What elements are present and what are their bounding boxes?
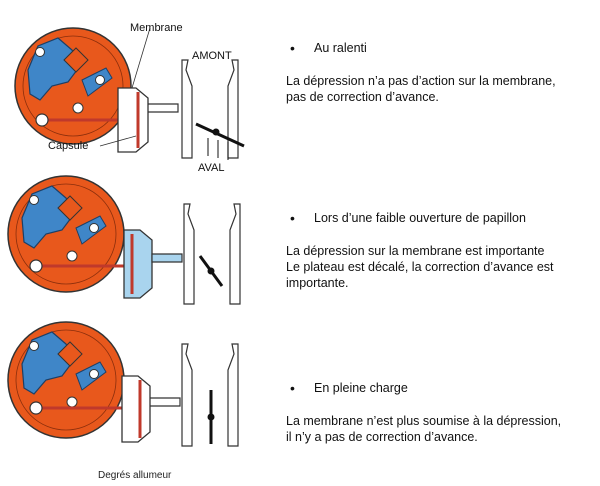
upstream-label: AMONT [192, 50, 232, 62]
membrane-label: Membrane [130, 22, 183, 34]
carburettor-wall-left [181, 343, 193, 447]
capsule-label: Capsule [48, 140, 89, 152]
vacuum-capsule-under-depression [123, 229, 153, 299]
bullet-icon: • [290, 380, 295, 396]
state-title: En pleine charge [314, 381, 408, 395]
description-line: La dépression n’a pas d’action sur la me… [286, 74, 556, 88]
state-description: La dépression sur la membrane est import… [286, 243, 591, 291]
downstream-label: AVAL [198, 162, 225, 174]
distributor-full-load-illustration [7, 321, 239, 447]
state-title: Au ralenti [314, 41, 367, 55]
state-description: La dépression n’a pas d’action sur la me… [286, 73, 591, 105]
description-line: importante. [286, 276, 349, 290]
bullet-icon: • [290, 210, 295, 226]
state-low-throttle: • Lors d’une faible ouverture de papillo… [286, 210, 591, 291]
diagram-low-throttle [0, 170, 265, 310]
distributor-idle-illustration [14, 27, 245, 160]
bullet-icon: • [290, 40, 295, 56]
state-full-load: • En pleine charge La membrane n’est plu… [286, 380, 591, 445]
carburettor-wall-right [229, 203, 241, 305]
state-title: Lors d’une faible ouverture de papillon [314, 211, 526, 225]
description-line: pas de correction d’avance. [286, 90, 439, 104]
description-line: La membrane n’est plus soumise à la dépr… [286, 414, 562, 428]
diagram-idle: Membrane AMONT Capsule AVAL [0, 8, 265, 174]
state-idle: • Au ralenti La dépression n’a pas d’act… [286, 40, 591, 105]
description-line: La dépression sur la membrane est import… [286, 244, 545, 258]
carburettor-wall-left [181, 59, 193, 159]
state-description: La membrane n’est plus soumise à la dépr… [286, 413, 591, 445]
carburettor-wall-left [183, 203, 195, 305]
carburettor-wall-right [227, 343, 239, 447]
diagram-full-load [0, 318, 265, 458]
vacuum-capsule [117, 87, 149, 153]
distributor-low-throttle-illustration [7, 175, 241, 305]
footer-caption: Degrés allumeur [98, 470, 172, 481]
description-line: Le plateau est décalé, la correction d’a… [286, 260, 554, 274]
vacuum-pipe [151, 253, 183, 263]
vacuum-capsule [121, 375, 151, 443]
vacuum-pipe [150, 397, 181, 407]
throttle-butterfly [195, 122, 245, 148]
description-line: il n’y a pas de correction d’avance. [286, 430, 478, 444]
